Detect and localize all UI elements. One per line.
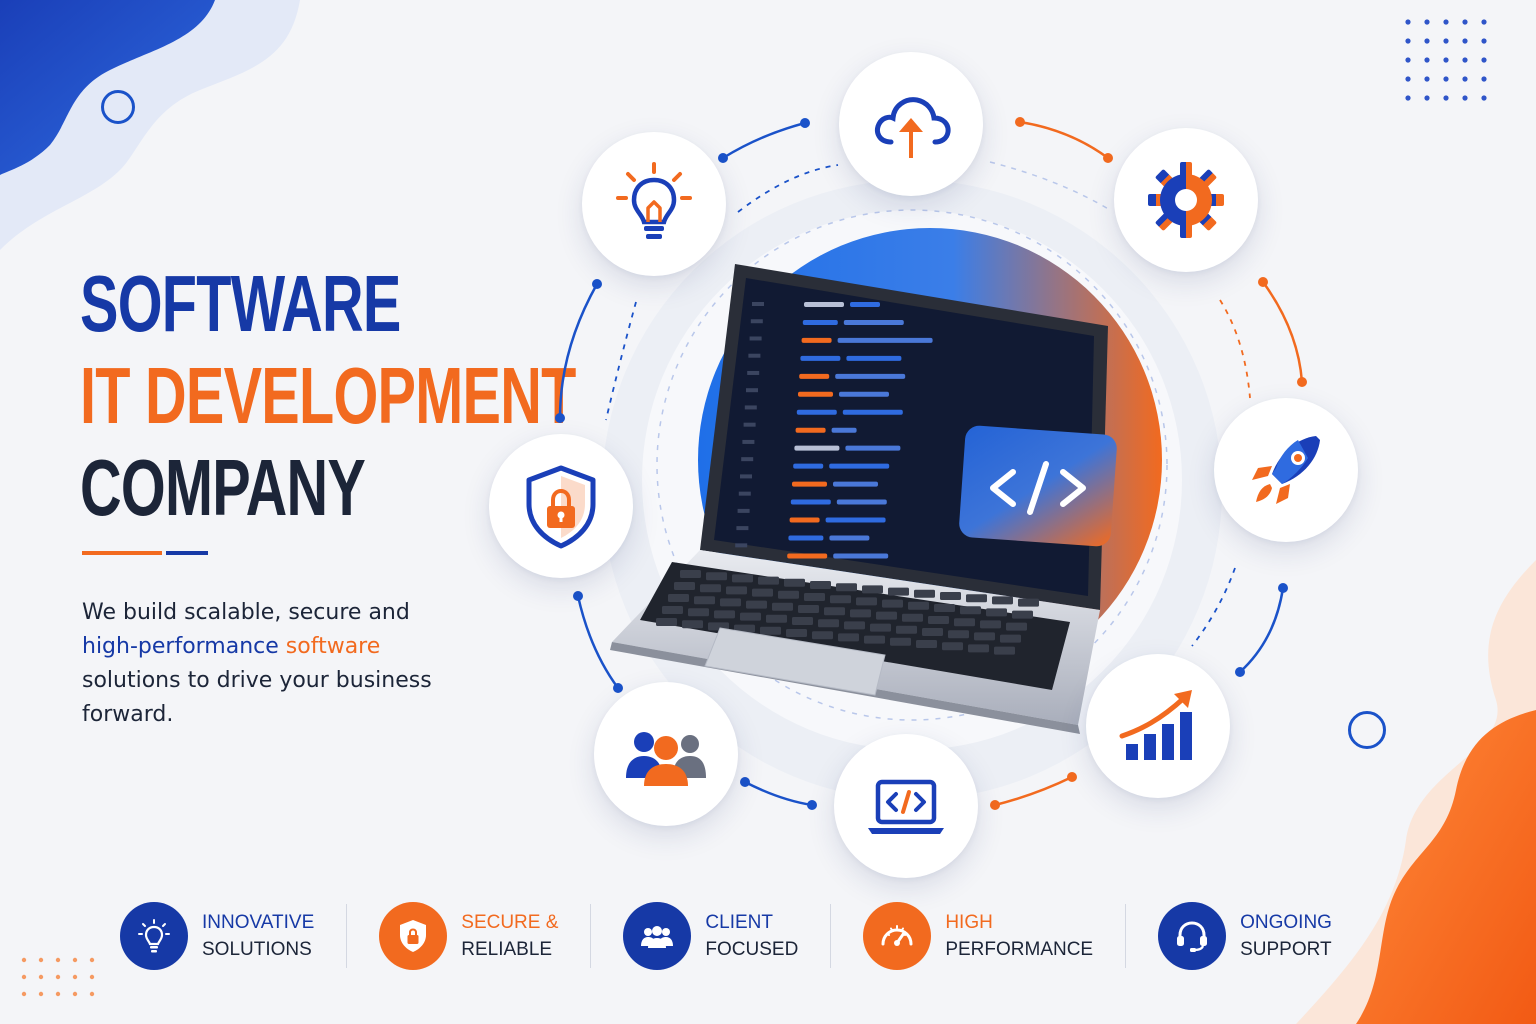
feature-text: ONGOING SUPPORT <box>1240 909 1332 963</box>
cloud-upload-icon <box>875 97 951 158</box>
feature-divider <box>590 904 592 968</box>
dot-grid-bottom-left <box>21 957 95 997</box>
shield-lock-node[interactable] <box>489 434 633 578</box>
tagline-text-2: solutions to drive your business forward… <box>82 668 432 727</box>
decor-ring-left <box>101 90 135 124</box>
rocket-node[interactable] <box>1214 398 1358 542</box>
tagline-text-1: We build scalable, secure and <box>82 600 410 625</box>
dot-grid-top-right <box>1405 19 1487 101</box>
feature-divider <box>346 904 348 968</box>
feature-text: CLIENT FOCUSED <box>705 909 798 963</box>
speedometer-icon <box>881 925 913 946</box>
team-node[interactable] <box>594 682 738 826</box>
feature-title: SECURE & <box>461 912 559 933</box>
decor-ring-right <box>1348 711 1386 749</box>
headset-icon <box>1177 921 1208 952</box>
feature-badge <box>1158 902 1227 970</box>
cloud-upload-node[interactable] <box>839 52 983 196</box>
gear-node[interactable] <box>1114 128 1258 272</box>
rocket-icon <box>1252 436 1320 504</box>
headline-line-2: IT DEVELOPMENT <box>80 351 576 440</box>
features-bar: INNOVATIVE SOLUTIONS SECURE & RELIABLE <box>120 896 1420 976</box>
feature-title: ONGOING <box>1240 912 1332 933</box>
feature-text: SECURE & RELIABLE <box>461 909 558 963</box>
headline: SOFTWARE IT DEVELOPMENT COMPANY <box>80 258 768 534</box>
shield-lock-icon <box>400 920 427 952</box>
headline-underline <box>82 551 208 555</box>
feature-innovative-solutions: INNOVATIVE SOLUTIONS <box>120 896 314 976</box>
gear-icon <box>1148 162 1224 238</box>
laptop-code-icon <box>868 779 944 834</box>
feature-title: INNOVATIVE <box>202 912 315 933</box>
feature-subtitle: PERFORMANCE <box>945 939 1094 960</box>
feature-subtitle: SUPPORT <box>1240 939 1332 960</box>
lightbulb-node[interactable] <box>582 132 726 276</box>
feature-ongoing-support: ONGOING SUPPORT <box>1158 896 1332 976</box>
lightbulb-icon <box>616 162 692 239</box>
growth-chart-icon <box>1119 690 1192 760</box>
feature-subtitle: RELIABLE <box>461 939 553 960</box>
tagline-highlight-blue: high-performance <box>82 634 279 659</box>
headline-line-1: SOFTWARE <box>80 259 401 348</box>
feature-badge <box>120 902 188 970</box>
hero-illustration <box>489 52 1358 878</box>
growth-chart-node[interactable] <box>1086 654 1230 798</box>
feature-subtitle: FOCUSED <box>705 939 799 960</box>
lightbulb-icon <box>138 919 170 953</box>
laptop-illustration <box>610 264 1117 734</box>
shield-lock-icon <box>526 465 596 549</box>
feature-high-performance: HIGH PERFORMANCE <box>863 896 1093 976</box>
tagline-highlight-orange: software <box>278 634 381 659</box>
team-icon <box>641 926 674 948</box>
feature-secure-reliable: SECURE & RELIABLE <box>379 896 558 976</box>
headline-line-3: COMPANY <box>80 443 366 532</box>
laptop-code-node[interactable] <box>834 734 978 878</box>
code-brackets-icon <box>959 425 1117 547</box>
feature-title: CLIENT <box>705 912 773 933</box>
tagline: We build scalable, secure and high-perfo… <box>82 596 462 732</box>
feature-divider <box>1125 904 1127 968</box>
bottom-right-blob <box>1296 560 1536 1024</box>
team-icon <box>626 732 706 786</box>
feature-badge <box>623 902 692 970</box>
feature-badge <box>863 902 932 970</box>
feature-divider <box>830 904 832 968</box>
feature-client-focused: CLIENT FOCUSED <box>623 896 798 976</box>
top-left-blob <box>0 0 300 250</box>
feature-badge <box>379 902 448 970</box>
feature-title: HIGH <box>945 912 993 933</box>
feature-subtitle: SOLUTIONS <box>202 939 312 960</box>
feature-text: HIGH PERFORMANCE <box>945 909 1093 963</box>
feature-text: INNOVATIVE SOLUTIONS <box>202 909 314 963</box>
